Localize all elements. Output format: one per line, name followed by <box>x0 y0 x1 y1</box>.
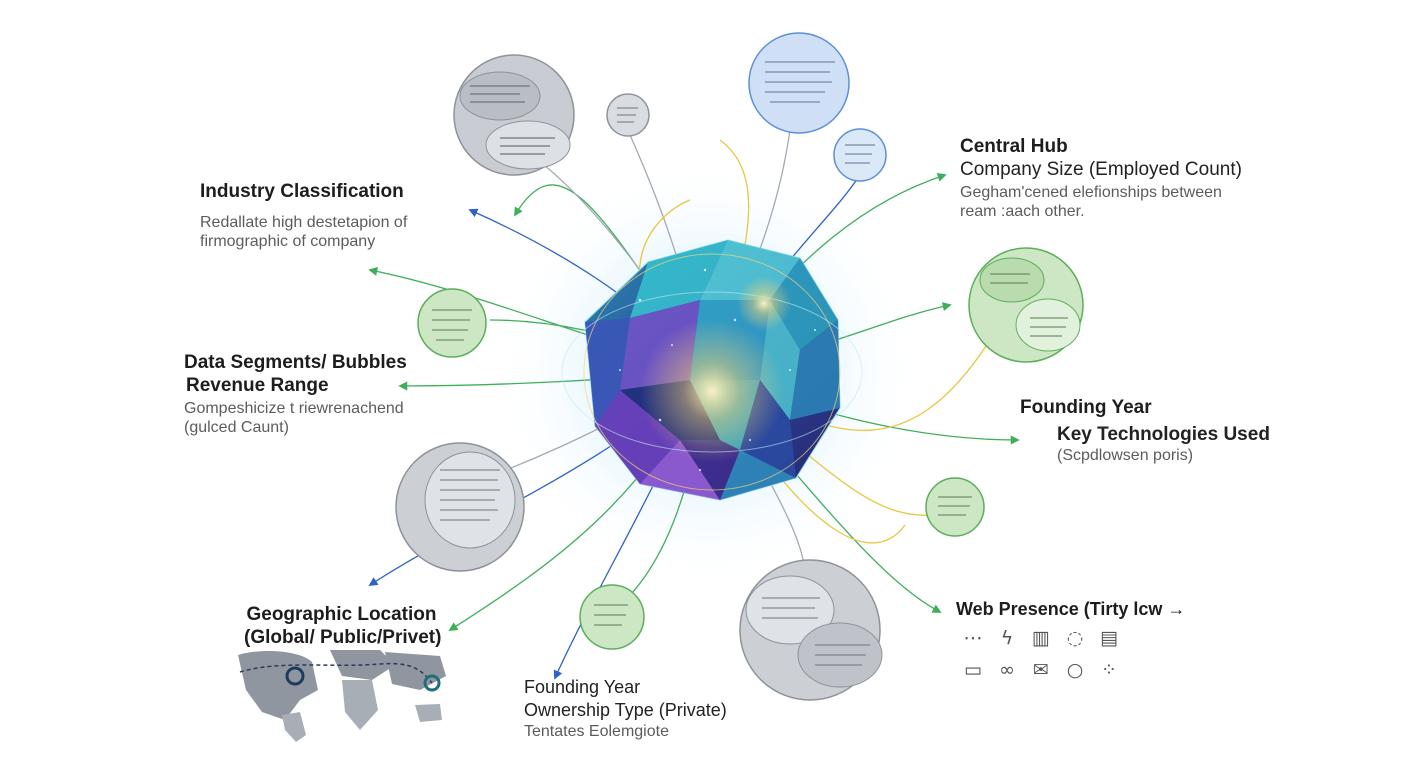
segments-subtitle: Revenue Range <box>186 375 329 396</box>
geo-title: Geographic Location <box>246 604 437 625</box>
data-bubble-green-mid <box>925 477 985 537</box>
industry-desc-line2: firmographic of company <box>200 233 376 250</box>
founding-right-subtitle: Key Technologies Used <box>1057 424 1270 445</box>
dotted-ring-icon: ◌ <box>1066 627 1084 649</box>
segments-title: Data Segments/ Bubbles <box>184 352 407 373</box>
geo-subtitle: (Global/ Public/Privet) <box>244 627 442 648</box>
browser-window-icon: ▭ <box>964 659 982 681</box>
bar-chart-icon: ▥ <box>1032 627 1050 649</box>
sheet-icon: ▤ <box>1100 627 1118 649</box>
hub-desc-line2: ream :aach other. <box>960 203 1085 220</box>
data-bubble-gray-bottom <box>739 559 883 701</box>
founding-bottom-subtitle: Ownership Type (Private) <box>524 700 727 720</box>
industry-classification-block: Industry Classification Redallate high d… <box>200 180 407 251</box>
data-bubble-blue-top <box>748 32 850 134</box>
industry-desc-line1: Redallate high destetapion of <box>200 214 408 231</box>
data-segments-block: Data Segments/ Bubbles Revenue Range Gom… <box>184 351 407 437</box>
data-bubble-gray-small <box>606 93 650 137</box>
hub-title: Central Hub <box>960 136 1068 157</box>
central-gem <box>561 239 863 501</box>
web-presence-block: Web Presence (Tirty lcw → <box>956 598 1185 621</box>
bubble-group <box>395 32 1084 701</box>
segments-desc-line1: Gompeshicize t riewrenachend <box>184 400 404 417</box>
data-bubble-gray-left <box>395 442 525 572</box>
segments-desc-line2: (gulced Caunt) <box>184 419 289 436</box>
hub-subtitle: Company Size (Employed Count) <box>960 159 1242 180</box>
data-bubble-green-right <box>968 247 1084 363</box>
lightning-icon: ϟ <box>1000 627 1014 649</box>
share-nodes-icon: ⋯ <box>963 627 983 649</box>
founding-bottom-title: Founding Year <box>524 677 641 697</box>
envelope-icon: ✉ <box>1033 659 1049 681</box>
world-map-graphic <box>238 650 446 742</box>
industry-title: Industry Classification <box>200 181 404 202</box>
founding-bottom-desc: Tentates Eolemgiote <box>524 723 669 740</box>
founding-year-right-block: Founding Year Key Technologies Used (Scp… <box>1020 396 1270 465</box>
dots-cluster-icon: ⁘ <box>1101 659 1117 681</box>
founding-right-title: Founding Year <box>1020 397 1152 418</box>
hub-desc-line1: Gegham'cened elefionships between <box>960 184 1222 201</box>
central-hub-block: Central Hub Company Size (Employed Count… <box>960 135 1242 221</box>
data-bubble-green-left <box>417 288 487 358</box>
founding-right-desc: (Scpdlowsen poris) <box>1057 447 1194 464</box>
founding-year-bottom-block: Founding Year Ownership Type (Private) T… <box>524 676 727 741</box>
data-bubble-gray-top <box>453 54 575 176</box>
web-title: Web Presence (Tirty lcw → <box>956 599 1186 619</box>
link-icon: ∞ <box>999 659 1015 681</box>
geographic-location-block: Geographic Location (Global/ Public/Priv… <box>244 603 442 649</box>
data-bubble-blue-small <box>833 128 887 182</box>
circle-icon: ○ <box>1066 659 1084 681</box>
data-bubble-green-bottom <box>579 584 645 650</box>
web-presence-icons: ⋯ ϟ ▥ ◌ ▤ ▭ ∞ ✉ ○ ⁘ <box>958 626 1138 690</box>
